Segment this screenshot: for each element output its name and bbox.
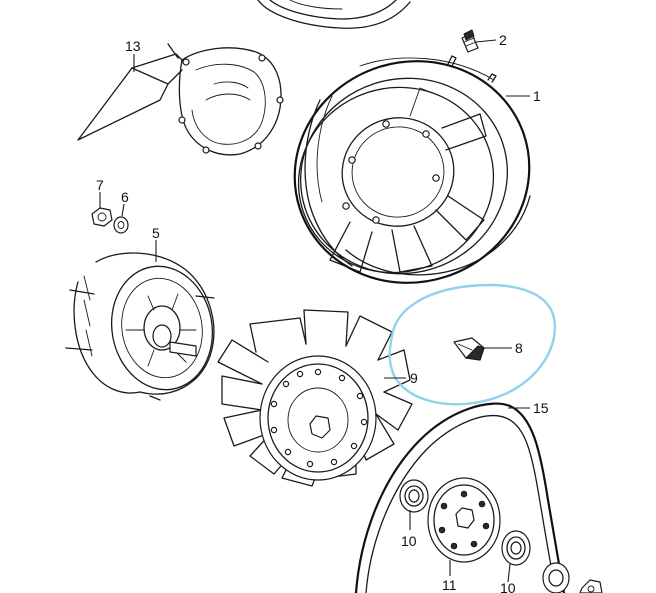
leader-lines (99, 39, 530, 583)
callout-8: 8 (515, 340, 523, 356)
part-1-fan-housing (293, 55, 531, 284)
part-11-pulley-half (427, 477, 501, 563)
callout-13: 13 (125, 38, 141, 54)
upper-housing-fragment (257, 0, 411, 29)
part-2-bolt (461, 29, 479, 53)
part-5-generator (65, 252, 215, 401)
callout-9: 9 (410, 370, 418, 386)
part-10-spacer-right (501, 530, 531, 566)
part-10-spacer-left (399, 479, 429, 513)
callout-10-right: 10 (500, 580, 516, 593)
callout-2: 2 (499, 32, 507, 48)
part-9-fan-impeller (217, 309, 413, 487)
callout-15: 15 (533, 400, 549, 416)
part-8-wedge (453, 337, 485, 361)
callout-6: 6 (121, 189, 129, 205)
part-6-washer (113, 216, 129, 234)
callout-1: 1 (533, 88, 541, 104)
bottom-right-spacers (542, 562, 603, 593)
callout-5: 5 (152, 225, 160, 241)
callout-11: 11 (442, 577, 457, 593)
part-7-nut (91, 207, 113, 227)
callout-10-left: 10 (401, 533, 417, 549)
part-15-v-belt (354, 402, 566, 593)
highlight-ring (388, 283, 557, 406)
callout-7: 7 (96, 177, 104, 193)
part-13-air-deflector (77, 43, 284, 156)
